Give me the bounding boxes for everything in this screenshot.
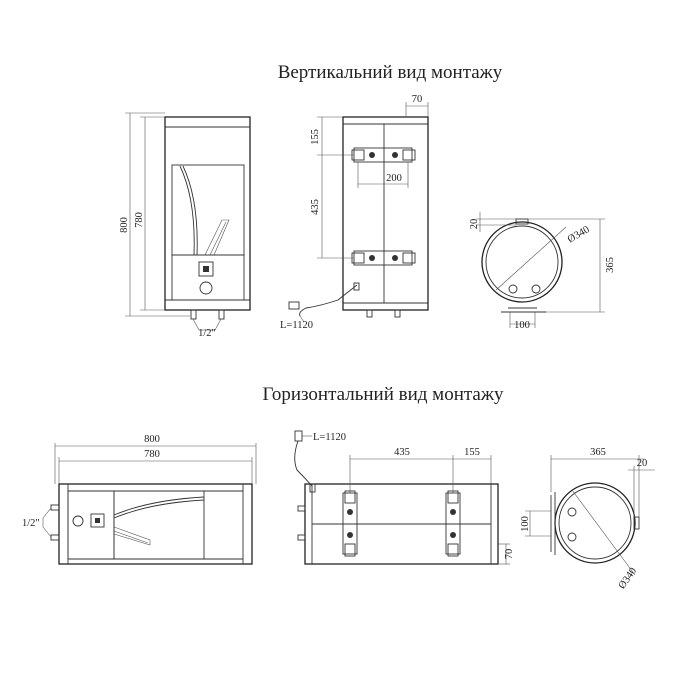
horizontal-mount-title: Горизонтальний вид монтажу [262, 384, 504, 405]
vertical-pipe-label: 1/2" [198, 328, 216, 339]
horizontal-bottom-offset-label: 70 [504, 549, 515, 560]
vertical-offset-label: 20 [469, 219, 480, 230]
vertical-top-offset-label: 70 [412, 94, 423, 105]
vertical-spacing-label: 435 [310, 199, 321, 215]
vertical-mount-title: Вертикальний вид монтажу [277, 62, 503, 83]
vertical-cable-length-label: L=1120 [280, 320, 313, 331]
horizontal-offset-label: 20 [637, 458, 648, 469]
horizontal-base-label: 100 [520, 516, 531, 532]
horizontal-spacing-label: 435 [394, 447, 410, 458]
vertical-top-view: Ø340 100 20 365 [469, 212, 616, 331]
horizontal-pipe-label: 1/2" [22, 518, 40, 529]
vertical-front-view: 800 780 1/2" [119, 112, 251, 339]
horizontal-depth-label: 365 [590, 447, 606, 458]
horizontal-side-view: L=1120 435 155 70 [294, 430, 515, 565]
horizontal-end-view: 100 365 20 Ø340 [520, 447, 655, 591]
horizontal-diameter-label: Ø340 [617, 566, 639, 591]
vertical-side-view: 70 155 435 200 L=1120 [280, 94, 429, 331]
horizontal-front-view: 800 780 1/2" [22, 434, 257, 565]
horizontal-spacing-end-label: 155 [464, 447, 480, 458]
horizontal-cable-length-label: L=1120 [313, 432, 346, 443]
vertical-height-body-label: 780 [134, 212, 145, 228]
vertical-spacing-top-label: 155 [310, 129, 321, 145]
vertical-height-total-label: 800 [119, 217, 130, 233]
vertical-base-label: 100 [514, 320, 530, 331]
vertical-diameter-label: Ø340 [566, 224, 592, 245]
horizontal-width-total-label: 800 [144, 434, 160, 445]
vertical-bracket-width-label: 200 [386, 173, 402, 184]
vertical-depth-label: 365 [605, 257, 616, 273]
horizontal-width-body-label: 780 [144, 449, 160, 460]
